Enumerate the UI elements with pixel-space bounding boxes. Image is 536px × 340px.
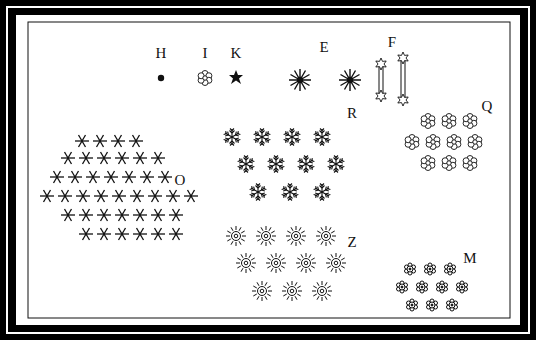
figure-letter: K	[231, 46, 242, 61]
figure-letter: Z	[347, 235, 356, 250]
figure-letter: O	[175, 173, 186, 188]
figure-letter: R	[347, 106, 357, 121]
figure-letter: M	[463, 251, 476, 266]
figure-letter: I	[203, 46, 208, 61]
figure-letter: E	[319, 40, 328, 55]
figure-letter: H	[156, 46, 167, 61]
figure-letter: Q	[482, 99, 493, 114]
figure-letter: F	[388, 35, 396, 50]
